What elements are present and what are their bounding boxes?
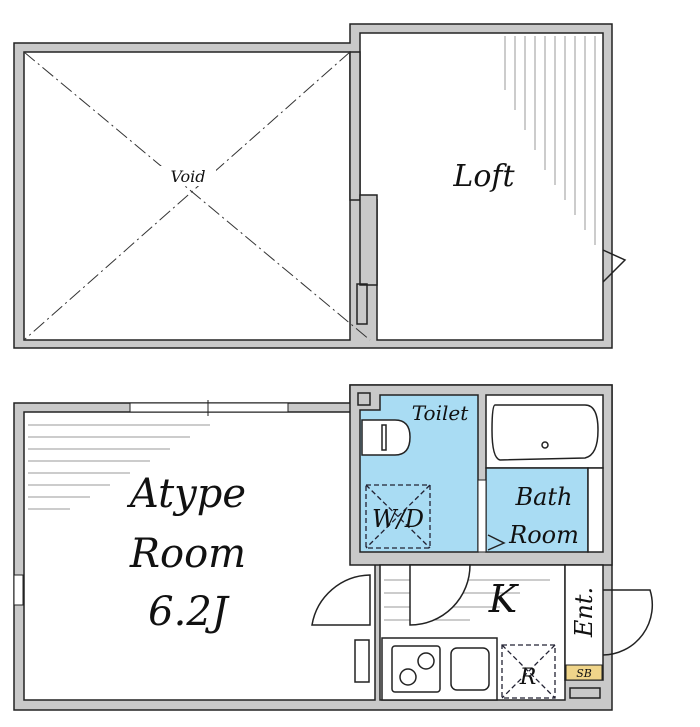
kitchen-label: K [488,577,520,621]
pipe-shaft [357,392,371,406]
kitchen-door[interactable] [409,564,471,626]
entrance-label: Ent. [570,587,598,638]
bath-label-line2: Room [508,521,579,549]
bath-door[interactable] [477,479,487,553]
bathtub-drain-icon [541,441,549,449]
burner-icon [399,668,417,686]
bathtub-icon [491,404,599,461]
bath-door-swing [487,534,506,551]
shoe-box-label: SB [576,667,592,680]
refrigerator-label: R [519,665,537,690]
toilet-label: Toilet [412,401,469,425]
main-room-storage-hatching [28,424,210,510]
bath-side-space [587,467,604,553]
shoe-box [565,664,603,681]
loft-window-icon [602,249,627,283]
bath-label-line1: Bath [514,483,572,511]
room-type-label: Atype [126,471,246,517]
loft-label: Loft [452,159,515,194]
entrance-door[interactable] [602,589,654,656]
toilet-tank-icon [381,424,387,451]
main-room-window[interactable] [129,402,289,413]
burner-icon [417,652,435,670]
room-closet-icon [354,639,370,683]
entrance [564,564,604,681]
washer-dryer-space [365,484,431,549]
room-door[interactable] [311,574,371,626]
refrigerator-space [501,644,556,699]
loft-partition-wall-lower [359,194,378,286]
loft-partition-wall [349,51,361,201]
side-window[interactable] [13,574,24,606]
entrance-step [569,687,601,699]
washer-dryer-label: W/D [372,505,424,533]
ladder-icon [356,283,368,325]
void-label: Void [170,167,205,186]
lower-floor: Toilet W/D Bath Room SB R K Ent. Atype R… [13,384,654,711]
void-diagonal [23,51,371,341]
room-label: Room [129,531,246,577]
void-diagonal [23,51,351,341]
upper-floor: Void Loft [13,23,627,349]
stove-icon [391,645,441,693]
sink-icon [450,647,490,691]
loft-slope-hatching [504,36,596,245]
bath-room [485,467,589,553]
room-size-label: 6.2J [148,589,230,635]
